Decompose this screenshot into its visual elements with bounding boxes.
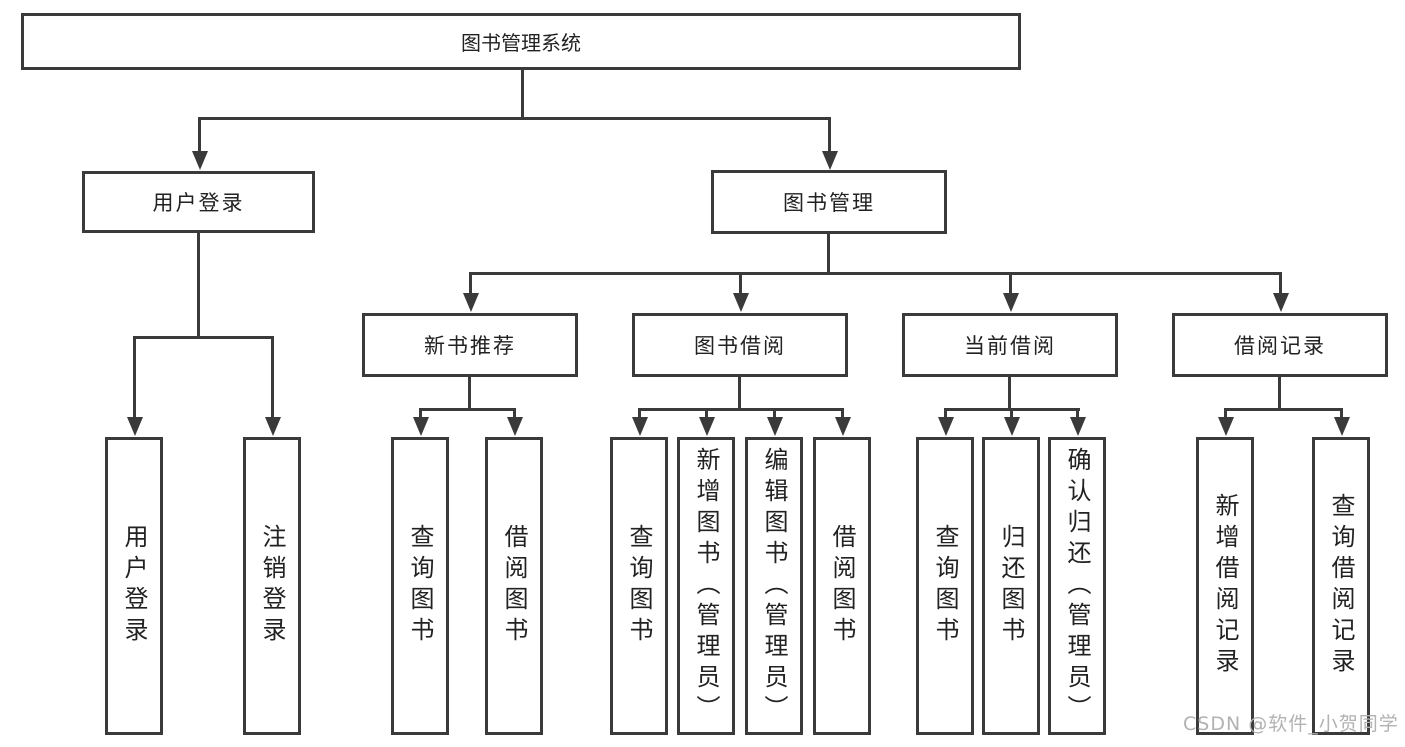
- leaf-label: 编辑图书（管理员）: [760, 446, 788, 726]
- leaf-rec-borrow-books: 借阅图书: [485, 437, 543, 735]
- connector-book-mgmt-stem: [827, 234, 830, 275]
- leaf-current-query-books: 查询图书: [916, 437, 974, 735]
- leaf-records-add-record: 新增借阅记录: [1196, 437, 1254, 735]
- leaf-label: 查询图书: [931, 524, 959, 648]
- leaf-label: 查询图书: [625, 524, 653, 648]
- leaf-current-return-books: 归还图书: [982, 437, 1040, 735]
- connector-arrow-borrow-borrow: [841, 408, 844, 417]
- connector-book-mgmt-bar: [469, 272, 1281, 275]
- leaf-label: 借阅图书: [500, 524, 528, 648]
- node-label: 图书管理: [783, 191, 875, 215]
- leaf-borrow-edit-books-admin: 编辑图书（管理员）: [745, 437, 803, 735]
- leaf-label: 查询图书: [406, 524, 434, 648]
- connector-arrow-current-confirm: [1076, 408, 1079, 417]
- connector-arrow-current-borrowing: [1009, 272, 1012, 293]
- connector-arrow-borrow-edit: [773, 408, 776, 417]
- leaf-current-confirm-return-admin: 确认归还（管理员）: [1048, 437, 1106, 735]
- connector-arrow-records-add: [1224, 408, 1227, 417]
- leaf-label: 注销登录: [258, 524, 286, 648]
- connector-arrow-rec-borrow: [513, 408, 516, 417]
- node-label: 图书借阅: [694, 334, 786, 358]
- leaf-label: 借阅图书: [828, 524, 856, 648]
- connector-user-login-bar: [133, 336, 274, 339]
- connector-arrow-new-book-rec: [469, 272, 472, 293]
- node-label: 当前借阅: [964, 334, 1056, 358]
- connector-arrow-records-query: [1340, 408, 1343, 417]
- leaf-label: 查询借阅记录: [1327, 493, 1355, 679]
- leaf-borrow-query-books: 查询图书: [610, 437, 668, 735]
- connector-rec-bar: [419, 408, 516, 411]
- connector-arrow-borrowing-records: [1279, 272, 1282, 293]
- connector-current-stem: [1008, 377, 1011, 411]
- connector-arrow-current-return: [1010, 408, 1013, 417]
- leaf-user-login: 用户登录: [105, 437, 163, 735]
- csdn-watermark: CSDN @软件_小贺同学: [1183, 713, 1399, 735]
- node-new-book-recommendation: 新书推荐: [362, 313, 578, 377]
- connector-arrow-book-borrowing: [739, 272, 742, 293]
- connector-arrow-rec-query: [419, 408, 422, 417]
- leaf-label: 确认归还（管理员）: [1063, 446, 1091, 726]
- connector-root-bar: [198, 117, 831, 120]
- connector-arrow-book-mgmt: [828, 117, 831, 151]
- leaf-label: 新增借阅记录: [1211, 493, 1239, 679]
- connector-root-stem: [521, 69, 524, 120]
- leaf-borrow-add-books-admin: 新增图书（管理员）: [677, 437, 735, 735]
- leaf-borrow-borrow-books: 借阅图书: [813, 437, 871, 735]
- leaf-label: 新增图书（管理员）: [692, 446, 720, 726]
- connector-borrow-bar: [638, 408, 844, 411]
- node-label: 用户登录: [152, 191, 245, 215]
- node-label: 借阅记录: [1234, 334, 1326, 358]
- node-book-management: 图书管理: [711, 170, 947, 234]
- connector-rec-stem: [468, 377, 471, 411]
- connector-arrow-current-query: [944, 408, 947, 417]
- connector-arrow-borrow-add: [705, 408, 708, 417]
- leaf-logout: 注销登录: [243, 437, 301, 735]
- node-book-borrowing: 图书借阅: [632, 313, 848, 377]
- node-label: 图书管理系统: [461, 31, 581, 55]
- node-label: 新书推荐: [424, 334, 516, 358]
- leaf-records-query-record: 查询借阅记录: [1312, 437, 1370, 735]
- leaf-label: 用户登录: [120, 524, 148, 648]
- connector-arrow-user-login: [198, 117, 201, 151]
- connector-arrow-borrow-query: [638, 408, 641, 417]
- connector-records-stem: [1278, 377, 1281, 411]
- node-borrowing-records: 借阅记录: [1172, 313, 1388, 377]
- connector-borrow-stem: [738, 377, 741, 411]
- leaf-label: 归还图书: [997, 524, 1025, 648]
- connector-arrow-leaf-logout: [271, 336, 274, 417]
- connector-arrow-leaf-user-login: [133, 336, 136, 417]
- node-library-management-system: 图书管理系统: [21, 13, 1021, 70]
- leaf-rec-query-books: 查询图书: [391, 437, 449, 735]
- node-current-borrowing: 当前借阅: [902, 313, 1118, 377]
- connector-records-bar: [1224, 408, 1343, 411]
- connector-user-login-stem: [197, 233, 200, 339]
- node-user-login: 用户登录: [82, 171, 315, 233]
